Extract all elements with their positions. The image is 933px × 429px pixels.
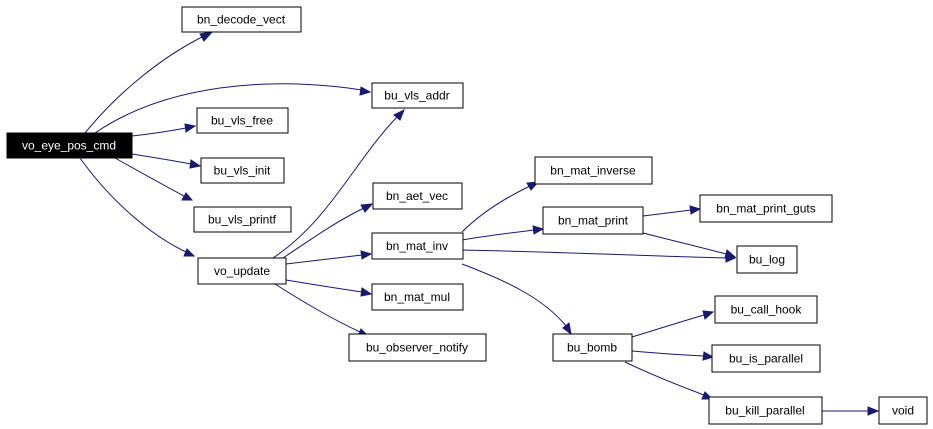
node-bn_mat_inv[interactable]: bn_mat_inv	[371, 232, 464, 260]
edge-bn_mat_inv-bu_log	[461, 249, 737, 263]
node-label: bu_vls_addr	[384, 89, 449, 103]
node-bu_is_parallel[interactable]: bu_is_parallel	[711, 344, 821, 373]
node-bu_call_hook[interactable]: bu_call_hook	[714, 295, 818, 324]
edge-bn_mat_print-bu_log	[642, 232, 737, 259]
node-bn_mat_print_guts[interactable]: bn_mat_print_guts	[699, 194, 833, 223]
node-label: bn_mat_inverse	[550, 164, 636, 178]
node-bu_vls_init[interactable]: bu_vls_init	[200, 157, 285, 184]
node-label: bu_vls_init	[214, 164, 271, 178]
node-bu_kill_parallel[interactable]: bu_kill_parallel	[708, 396, 823, 425]
edge-vo_update-bn_aet_vec	[282, 203, 374, 259]
edge-bu_kill_parallel-void	[821, 406, 880, 416]
edge-vo_eye_pos_cmd-bn_decode_vect	[84, 31, 214, 134]
node-label: bn_mat_print	[558, 214, 629, 228]
node-label: bn_mat_inv	[386, 239, 448, 253]
call-graph-nodes: vo_eye_pos_cmd bn_decode_vect bu_vls_add…	[6, 6, 928, 425]
edge-vo_update-bu_observer_notify	[274, 283, 370, 337]
node-bn_mat_inverse[interactable]: bn_mat_inverse	[534, 156, 653, 185]
node-bu_log[interactable]: bu_log	[736, 245, 798, 274]
node-label: void	[892, 404, 914, 418]
node-bn_decode_vect[interactable]: bn_decode_vect	[181, 6, 302, 33]
node-label: bu_vls_printf	[208, 213, 277, 227]
node-label: bn_aet_vec	[386, 189, 448, 203]
node-bu_observer_notify[interactable]: bu_observer_notify	[348, 333, 487, 362]
node-bn_aet_vec[interactable]: bn_aet_vec	[372, 182, 463, 210]
edge-vo_eye_pos_cmd-bu_vls_init	[131, 153, 202, 169]
edge-vo_eye_pos_cmd-bu_vls_printf	[114, 157, 194, 201]
node-void[interactable]: void	[878, 396, 928, 425]
edge-vo_update-bn_mat_mul	[285, 279, 373, 297]
edge-vo_eye_pos_cmd-bu_vls_addr	[94, 83, 372, 134]
edge-vo_eye_pos_cmd-vo_update	[79, 157, 196, 257]
node-label: bu_is_parallel	[729, 352, 803, 366]
node-label: bu_vls_free	[211, 114, 273, 128]
edge-bn_mat_inv-bn_mat_inverse	[461, 181, 540, 233]
call-graph-edges	[79, 31, 880, 416]
node-bu_vls_free[interactable]: bu_vls_free	[196, 107, 289, 134]
node-vo_update[interactable]: vo_update	[197, 257, 287, 285]
edge-bu_bomb-bu_kill_parallel	[624, 361, 714, 400]
node-vo_eye_pos_cmd[interactable]: vo_eye_pos_cmd	[6, 132, 133, 159]
node-bu_bomb[interactable]: bu_bomb	[552, 333, 633, 362]
node-label: bu_call_hook	[731, 303, 803, 317]
edge-vo_eye_pos_cmd-bu_vls_free	[131, 123, 197, 137]
node-bu_vls_addr[interactable]: bu_vls_addr	[371, 82, 464, 109]
edge-bu_bomb-bu_call_hook	[631, 310, 715, 338]
node-label: bn_decode_vect	[197, 13, 286, 27]
node-label: bu_log	[749, 253, 785, 267]
edge-bn_mat_print-bn_mat_print_guts	[642, 205, 702, 217]
node-label: bu_bomb	[567, 341, 617, 355]
edge-bn_mat_inv-bn_mat_print	[461, 225, 545, 241]
edge-vo_update-bu_vls_addr	[272, 108, 405, 259]
node-label: bu_observer_notify	[366, 341, 468, 355]
node-label: bu_kill_parallel	[725, 404, 804, 418]
node-label: vo_eye_pos_cmd	[22, 139, 116, 153]
edge-bu_bomb-bu_is_parallel	[631, 350, 715, 361]
node-bn_mat_mul[interactable]: bn_mat_mul	[371, 283, 464, 311]
node-label: bn_mat_print_guts	[716, 202, 815, 216]
edge-bn_mat_inv-bu_bomb	[461, 263, 572, 336]
node-label: vo_update	[214, 264, 270, 278]
node-label: bn_mat_mul	[384, 290, 450, 304]
node-bu_vls_printf[interactable]: bu_vls_printf	[193, 206, 292, 233]
edge-vo_update-bn_mat_inv	[285, 250, 373, 265]
node-bn_mat_print[interactable]: bn_mat_print	[542, 206, 644, 235]
